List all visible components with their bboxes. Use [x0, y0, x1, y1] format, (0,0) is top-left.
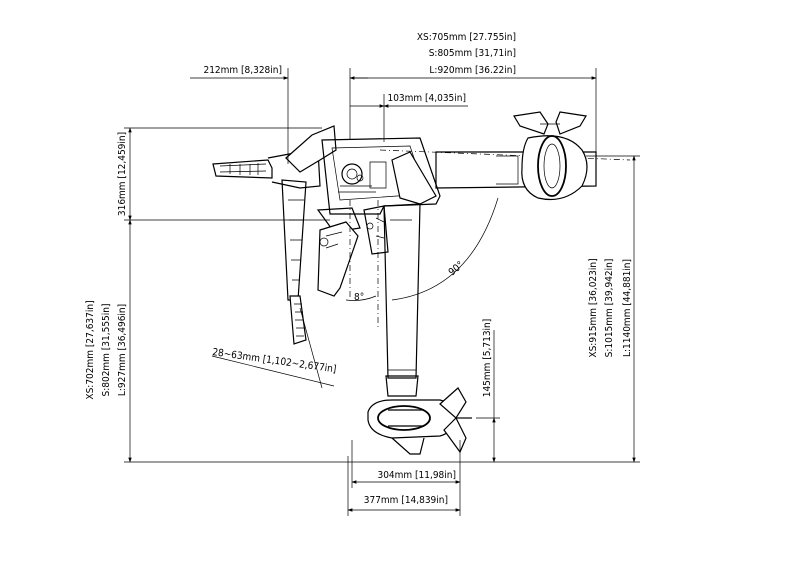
angle-8-label: 8° [354, 292, 364, 303]
shaft-l-label: L:927mm [36,496in] [117, 304, 128, 396]
reference-lines [211, 197, 499, 389]
shaft-xs-label: XS:702mm [27,637in] [85, 300, 96, 399]
pod-length-label: 304mm [11,98in] [377, 470, 456, 481]
tiller-offset-label: 212mm [8,328in] [203, 65, 282, 76]
dimension-labels: XS:705mm [27.755in] S:805mm [31,71in] L:… [85, 32, 633, 506]
lower-unit [367, 387, 472, 455]
length-xs-label: XS:705mm [27.755in] [417, 32, 516, 43]
outboard-motor [212, 111, 631, 455]
total-s-label: S:1015mm [39,942in] [604, 259, 615, 358]
motor-shaft [383, 203, 421, 397]
length-s-label: S:805mm [31,71in] [429, 48, 516, 59]
prop-length-label: 377mm [14,839in] [364, 495, 448, 506]
extension-lines [124, 68, 640, 516]
prop-height-label: 145mm [5,713in] [482, 319, 493, 398]
top-height-label: 316mm [12,459in] [117, 132, 128, 216]
motor-head [321, 137, 441, 215]
clamp-offset-label: 103mm [4,035in] [387, 93, 466, 104]
motor-tilted-position [379, 111, 631, 201]
total-xs-label: XS:915mm [36,023in] [588, 258, 599, 357]
angle-90-label: 90° [447, 260, 466, 279]
dimension-lines [128, 76, 636, 512]
length-l-label: L:920mm [36.22in] [429, 65, 516, 76]
total-l-label: L:1140mm [44,881in] [622, 259, 633, 357]
transom-clamp [316, 205, 389, 297]
shaft-s-label: S:802mm [31,555in] [101, 304, 112, 397]
